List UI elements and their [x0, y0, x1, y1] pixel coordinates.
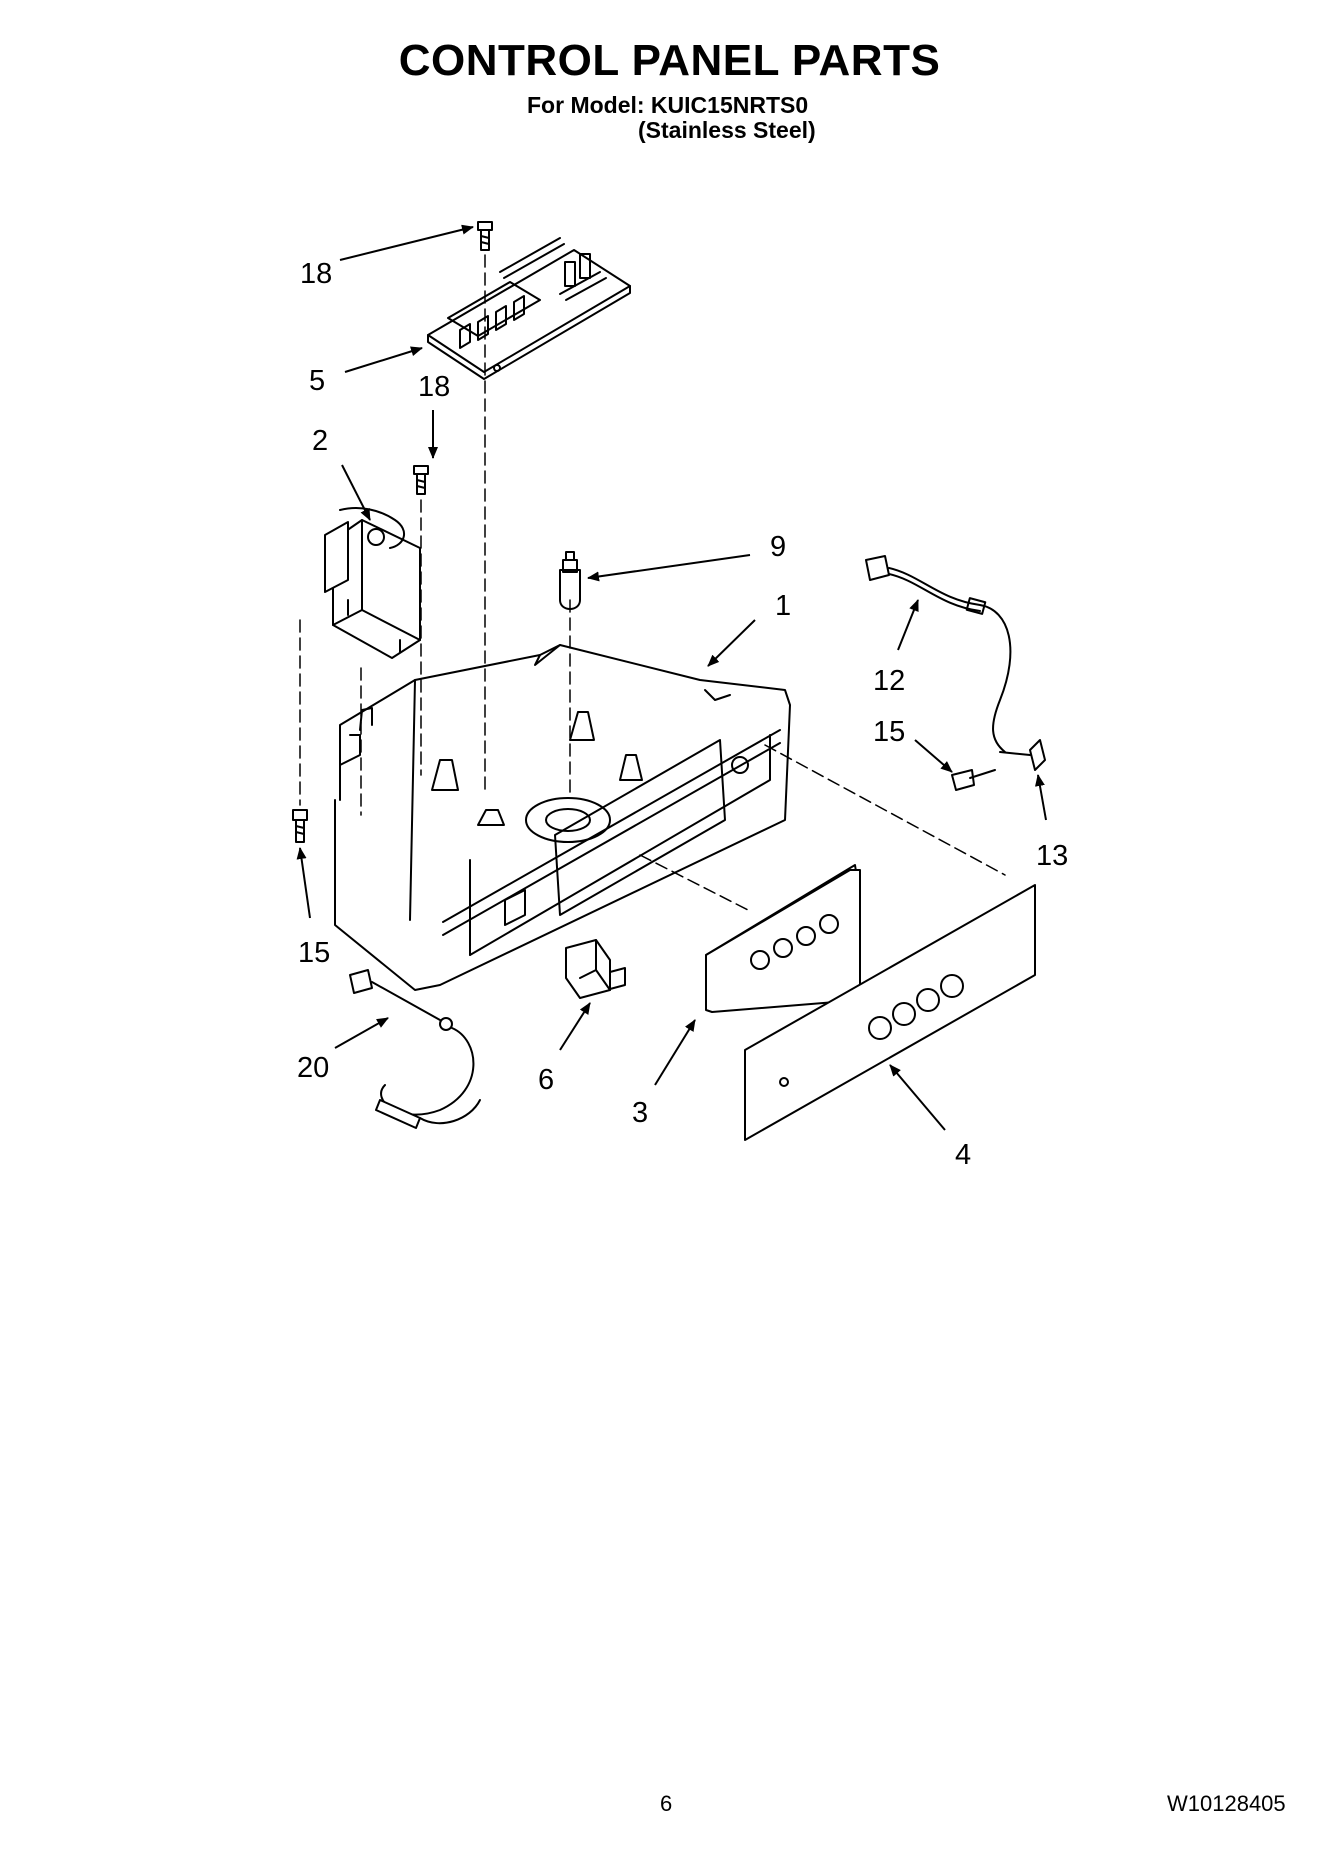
model-label: For Model: KUIC15NRTS0 — [527, 92, 809, 118]
callout-labels: 18 5 18 2 9 1 12 15 13 15 20 6 3 4 — [297, 258, 1068, 1171]
callout-20: 20 — [297, 1052, 329, 1084]
callout-13: 13 — [1036, 840, 1068, 872]
switch-part — [565, 939, 626, 999]
control-board-part — [427, 237, 631, 380]
wire-harness-part — [865, 555, 1012, 753]
alignment-lines — [299, 254, 1006, 911]
panel-insert-part — [705, 864, 861, 1013]
page-number: 6 — [660, 1791, 673, 1816]
callout-15-left: 15 — [298, 937, 330, 969]
screw-18-top — [477, 221, 493, 251]
callout-4: 4 — [955, 1139, 971, 1171]
screw-15-right — [951, 769, 996, 791]
light-bulb-part — [559, 551, 581, 610]
callout-9: 9 — [770, 531, 786, 563]
front-panel-part — [744, 884, 1036, 1141]
callout-18-middle: 18 — [418, 371, 450, 403]
callout-15-right: 15 — [873, 716, 905, 748]
callout-2: 2 — [312, 425, 328, 457]
screw-18-middle — [413, 465, 429, 495]
finish-label: (Stainless Steel) — [638, 117, 816, 143]
page-title: CONTROL PANEL PARTS — [398, 36, 941, 85]
grounding-clip-part — [999, 739, 1046, 771]
document-code: W10128405 — [1167, 1791, 1286, 1816]
callout-arrows — [296, 224, 1047, 1131]
callout-5: 5 — [309, 365, 325, 397]
thermistor-part — [349, 969, 481, 1129]
control-housing-part — [334, 644, 791, 991]
callout-1: 1 — [775, 590, 791, 622]
callout-3: 3 — [632, 1097, 648, 1129]
callout-18-top: 18 — [300, 258, 332, 290]
transformer-part — [324, 507, 421, 659]
callout-6: 6 — [538, 1064, 554, 1096]
screw-15-left — [292, 809, 308, 843]
callout-12: 12 — [873, 665, 905, 697]
